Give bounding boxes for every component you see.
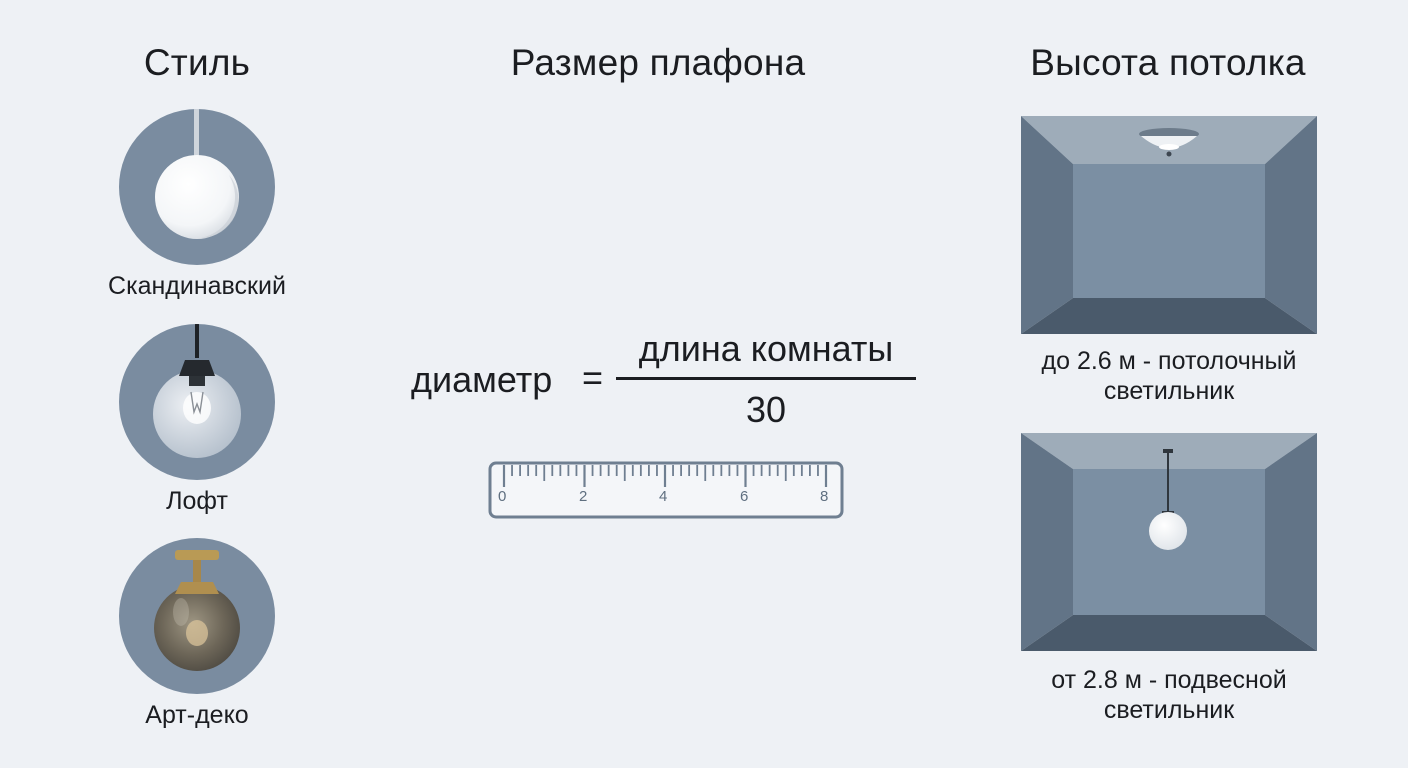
style-label-art-deco: Арт-деко [145,701,249,729]
formula-equals: = [582,357,604,398]
formula-numerator: длина комнаты [638,328,894,369]
room-caption-flush-line2: светильник [1103,377,1235,405]
scandinavian-lamp-icon [119,109,275,265]
style-heading: Стиль [143,42,251,83]
art-deco-globe-lamp-icon [119,538,275,694]
ruler-label-2: 2 [579,488,588,505]
pendant-light-room-icon [1021,433,1317,651]
room-caption-flush: до 2.6 м - потолочный светильник [1009,346,1329,406]
formula-left: диаметр [411,359,553,400]
ruler-label-8: 8 [820,488,829,505]
style-label-loft: Лофт [166,487,228,515]
style-label-scandinavian: Скандинавский [108,272,286,300]
ruler-icon [488,461,844,519]
height-heading: Высота потолка [1030,42,1306,83]
room-caption-pendant-line1: от 2.8 м - подвесной [1051,666,1287,694]
formula-denominator: 30 [745,389,787,430]
ceiling-flush-light-room-icon [1021,116,1317,334]
ruler-label-0: 0 [498,488,507,505]
ruler-label-6: 6 [740,488,749,505]
size-heading: Размер плафона [510,42,806,83]
ruler-labels: 0 2 4 6 8 [488,488,844,510]
loft-bulb-lamp-icon [119,324,275,480]
room-caption-pendant: от 2.8 м - подвесной светильник [1009,665,1329,725]
formula-fraction-line [616,377,916,380]
ruler-label-4: 4 [659,488,668,505]
room-caption-pendant-line2: светильник [1103,696,1235,724]
room-caption-flush-line1: до 2.6 м - потолочный [1041,347,1297,375]
